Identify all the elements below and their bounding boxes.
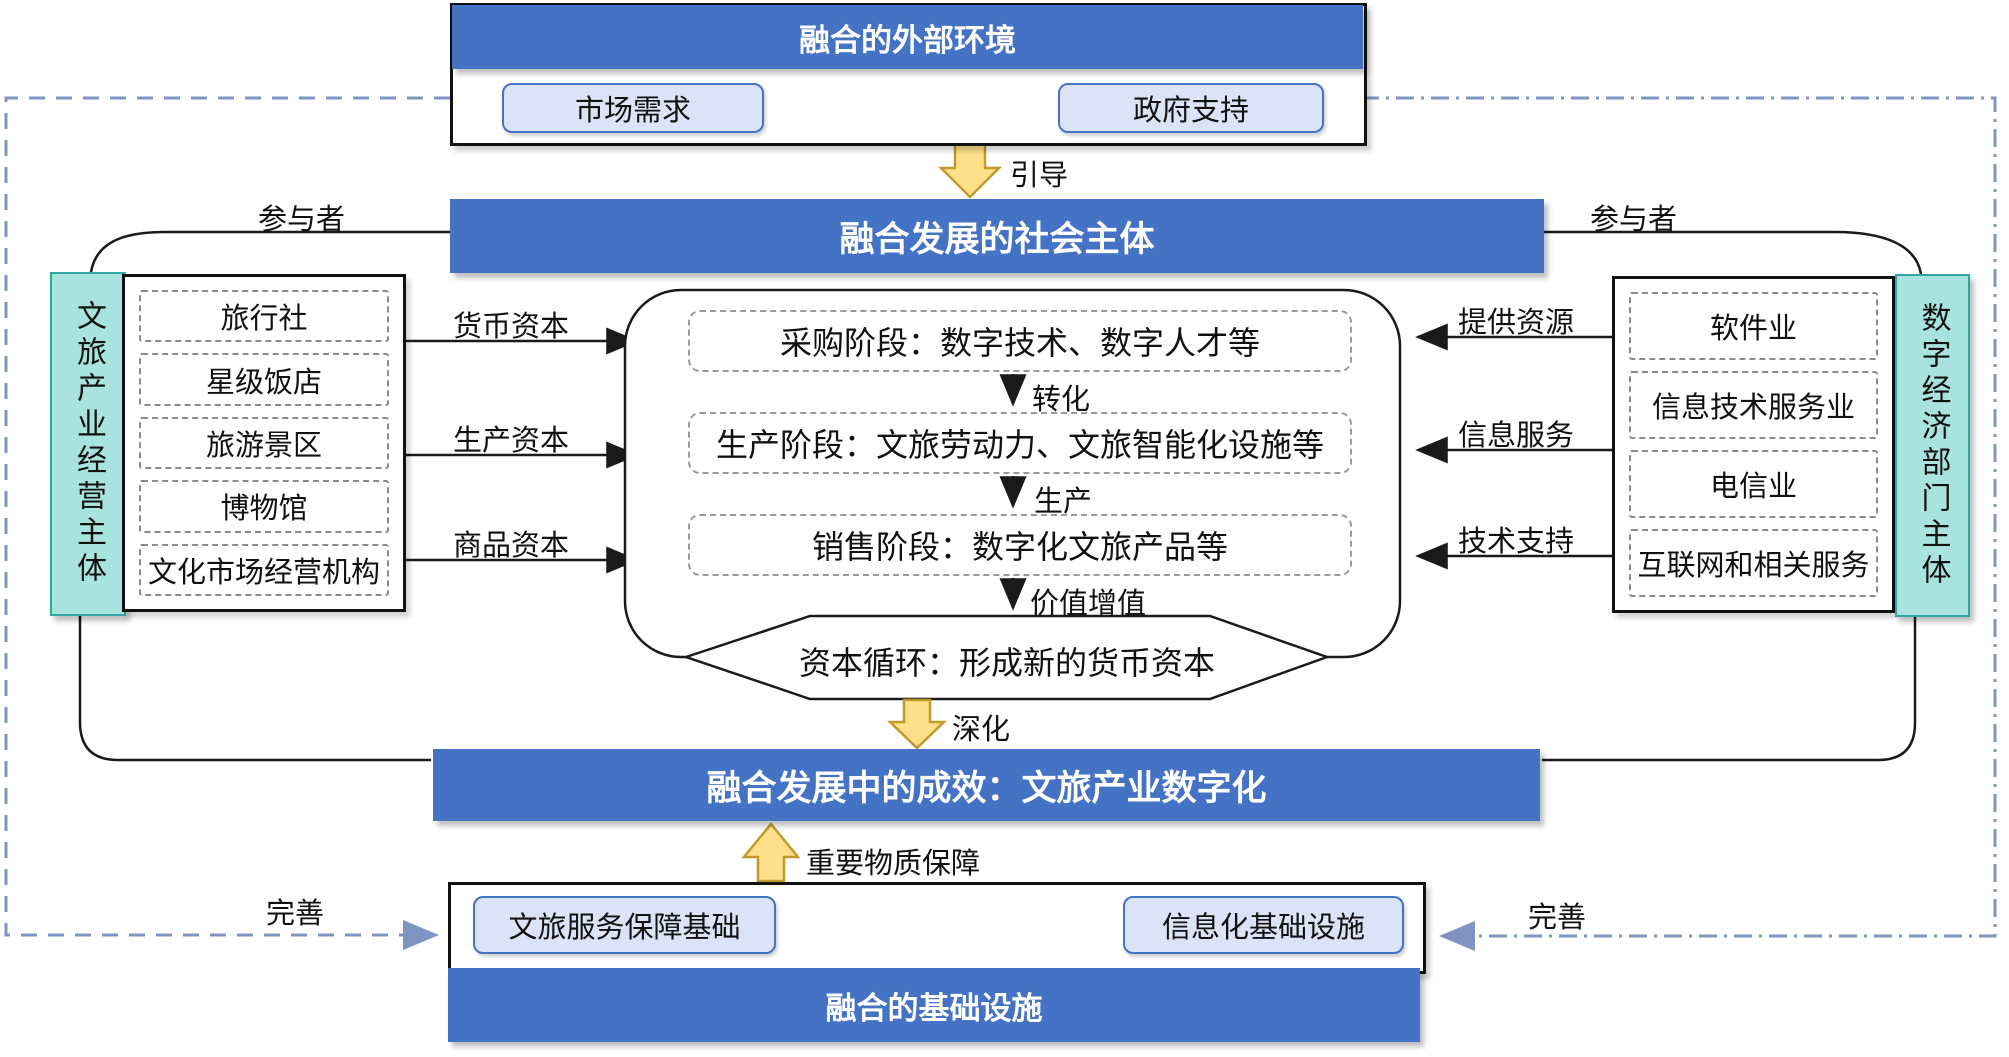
money-capital-label: 货币资本 xyxy=(452,309,569,343)
list-item: 信息技术服务业 xyxy=(1629,371,1878,439)
list-item: 软件业 xyxy=(1629,292,1878,360)
info-infrastructure-box: 信息化基础设施 xyxy=(1123,896,1404,954)
external-env-header: 融合的外部环境 xyxy=(452,5,1363,69)
culture-tourism-subject-title: 文旅产业经营主体 xyxy=(72,300,105,588)
digital-economy-panel: 软件业 信息技术服务业 电信业 互联网和相关服务 xyxy=(1612,276,1895,613)
list-item: 旅游景区 xyxy=(139,416,389,470)
market-demand-box: 市场需求 xyxy=(502,83,764,133)
digital-economy-subject-title: 数字经济部门主体 xyxy=(1916,301,1950,590)
guide-arrow-label: 引导 xyxy=(1010,158,1069,192)
transform-label: 转化 xyxy=(1032,382,1091,416)
left-deepen-connector xyxy=(78,612,431,762)
market-demand-label: 市场需求 xyxy=(574,95,691,127)
infrastructure-bar: 融合的基础设施 xyxy=(448,968,1420,1042)
tourism-service-base-label: 文旅服务保障基础 xyxy=(508,912,741,944)
info-service-label: 信息服务 xyxy=(1457,418,1574,452)
external-env-title: 融合的外部环境 xyxy=(799,22,1016,58)
tech-support-label: 技术支持 xyxy=(1457,524,1574,558)
list-item: 旅行社 xyxy=(139,290,389,343)
list-item: 电信业 xyxy=(1629,450,1878,518)
participant-left-connector xyxy=(89,230,450,273)
commodity-capital-label: 商品资本 xyxy=(452,528,569,562)
social-subject-title: 融合发展的社会主体 xyxy=(839,219,1155,259)
info-infrastructure-label: 信息化基础设施 xyxy=(1161,912,1365,944)
culture-tourism-subject-column: 文旅产业经营主体 xyxy=(50,272,126,616)
right-dashdot-frame xyxy=(1361,96,1997,951)
capital-cycle-label: 资本循环：形成新的货币资本 xyxy=(798,645,1215,681)
guarantee-block-arrow xyxy=(741,822,801,883)
produce-label: 生产 xyxy=(1034,484,1093,518)
list-item: 星级饭店 xyxy=(139,353,389,406)
social-subject-bar: 融合发展的社会主体 xyxy=(450,199,1544,273)
production-stage-box: 生产阶段：文旅劳动力、文旅智能化设施等 xyxy=(688,412,1352,474)
participant-left-label: 参与者 xyxy=(258,202,346,236)
deepen-arrow-label: 深化 xyxy=(952,712,1011,746)
deepen-block-arrow xyxy=(886,698,948,750)
participant-right-connector xyxy=(1544,230,1923,275)
tourism-service-base-box: 文旅服务保障基础 xyxy=(473,896,776,954)
gov-support-label: 政府支持 xyxy=(1132,95,1249,127)
outcome-title: 融合发展中的成效：文旅产业数字化 xyxy=(706,768,1267,808)
gov-support-box: 政府支持 xyxy=(1058,83,1324,133)
external-env-box: 融合的外部环境 市场需求 政府支持 xyxy=(450,3,1367,146)
guarantee-arrow-label: 重要物质保障 xyxy=(806,846,981,880)
provide-resources-label: 提供资源 xyxy=(1457,305,1574,339)
outcome-bar: 融合发展中的成效：文旅产业数字化 xyxy=(433,749,1540,821)
sales-stage-box: 销售阶段：数字化文旅产品等 xyxy=(688,514,1352,576)
infrastructure-title: 融合的基础设施 xyxy=(825,990,1043,1026)
participant-right-label: 参与者 xyxy=(1590,202,1678,236)
culture-tourism-panel: 旅行社 星级饭店 旅游景区 博物馆 文化市场经营机构 xyxy=(122,274,406,612)
list-item: 博物馆 xyxy=(139,480,389,533)
production-capital-label: 生产资本 xyxy=(452,423,569,457)
right-deepen-connector xyxy=(1542,613,1917,762)
list-item: 互联网和相关服务 xyxy=(1629,529,1878,597)
improve-left-label: 完善 xyxy=(266,896,325,930)
procurement-stage-box: 采购阶段：数字技术、数字人才等 xyxy=(688,310,1352,372)
guide-block-arrow xyxy=(937,140,1003,199)
list-item: 文化市场经营机构 xyxy=(139,543,389,597)
digital-economy-subject-column: 数字经济部门主体 xyxy=(1895,274,1970,617)
capital-cycle-hexagon xyxy=(682,614,1331,701)
infrastructure-box: 文旅服务保障基础 信息化基础设施 xyxy=(448,882,1426,974)
left-dashed-frame xyxy=(4,96,450,950)
value-add-label: 价值增值 xyxy=(1030,586,1147,620)
improve-right-label: 完善 xyxy=(1528,900,1587,934)
